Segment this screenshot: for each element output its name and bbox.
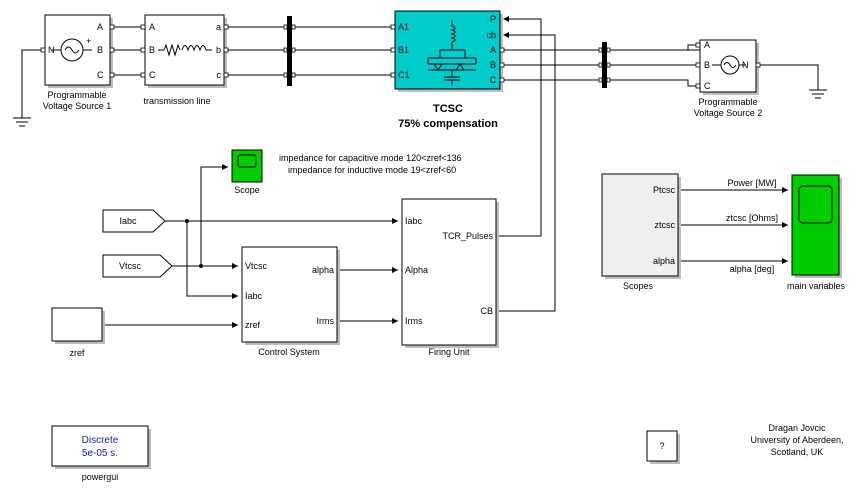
tcsc-port-c: C bbox=[490, 75, 497, 85]
sine-icon bbox=[64, 46, 80, 54]
tcsc-port-b1: B1 bbox=[398, 45, 409, 55]
firing-input-alpha: Alpha bbox=[405, 265, 428, 275]
firing-unit-label: Firing Unit bbox=[428, 347, 470, 357]
source2-port-b: B bbox=[704, 60, 710, 70]
control-input-vtcsc: Vtcsc bbox=[245, 261, 268, 271]
author-location: Scotland, UK bbox=[771, 447, 824, 457]
source2-label-2: Voltage Source 2 bbox=[694, 108, 763, 118]
powergui-mode: Discrete bbox=[82, 435, 119, 446]
resistor-icon bbox=[163, 43, 181, 57]
tline-port-c: C bbox=[149, 70, 156, 80]
tcsc-port-b: B bbox=[490, 60, 496, 70]
tline-port-b: B bbox=[149, 45, 155, 55]
tline-label: transmission line bbox=[143, 96, 210, 106]
scope-screen-icon bbox=[237, 154, 257, 168]
tline-port-b-out: b bbox=[216, 45, 221, 55]
scope-block[interactable]: Scope bbox=[231, 149, 263, 195]
tline-port-c-out: c bbox=[217, 70, 222, 80]
tcsc-title: TCSC bbox=[433, 103, 463, 115]
signal-label-power: Power [MW] bbox=[727, 178, 776, 188]
programmable-voltage-source-2[interactable]: A B C N Programmable Voltage Source 2 bbox=[694, 39, 763, 118]
tcsc-thyristor-icon bbox=[427, 20, 477, 86]
annotation-note-line1: impedance for capacitive mode 120<zref<1… bbox=[279, 153, 462, 163]
firing-input-iabc: Iabc bbox=[405, 216, 423, 226]
main-variables-scope[interactable]: main variables bbox=[787, 174, 846, 291]
scopes-block[interactable]: Ptcsc ztcsc alpha Scopes bbox=[601, 173, 681, 291]
firing-output-cb: CB bbox=[480, 306, 493, 316]
control-input-zref: zref bbox=[245, 320, 261, 330]
zref-block[interactable]: zref bbox=[51, 307, 105, 358]
vtcsc-input-label: Vtcsc bbox=[119, 261, 142, 271]
control-system-block[interactable]: Vtcsc Iabc zref alpha Irms Control Syste… bbox=[241, 246, 340, 357]
vtcsc-input-block[interactable]: Vtcsc bbox=[102, 254, 173, 278]
source2-port-a: A bbox=[704, 40, 710, 50]
powergui-sample-time: 5e-05 s. bbox=[82, 448, 118, 459]
source1-port-a: A bbox=[97, 22, 103, 32]
scopes-output-ztcsc: ztcsc bbox=[654, 220, 675, 230]
sine-icon bbox=[723, 62, 737, 68]
source2-port-c: C bbox=[704, 81, 711, 91]
tline-port-a-out: a bbox=[216, 22, 221, 32]
iabc-input-label: Iabc bbox=[119, 216, 137, 226]
control-system-label: Control System bbox=[258, 347, 320, 357]
source2-port-n: N bbox=[742, 60, 749, 70]
source1-port-b: B bbox=[97, 45, 103, 55]
author-name: Dragan Jovcic bbox=[768, 423, 826, 433]
zref-label: zref bbox=[69, 348, 85, 358]
help-button[interactable]: ? bbox=[646, 430, 680, 464]
firing-unit-block[interactable]: Iabc Alpha Irms TCR_Pulses CB Firing Uni… bbox=[401, 198, 499, 357]
powergui-label: powergui bbox=[82, 472, 119, 482]
annotation-note-line2: impedance for inductive mode 19<zref<60 bbox=[288, 165, 456, 175]
scopes-output-ptcsc: Ptcsc bbox=[653, 185, 676, 195]
scopes-output-alpha: alpha bbox=[653, 256, 675, 266]
scope-label: Scope bbox=[234, 185, 260, 195]
tcsc-block[interactable]: A1 B1 C1 P cb A B C TCSC 75% compensatio… bbox=[390, 10, 505, 130]
junction-dot bbox=[185, 219, 189, 223]
source1-label-2: Voltage Source 1 bbox=[43, 101, 112, 111]
scope-screen-icon bbox=[798, 185, 833, 224]
tcsc-port-cb: cb bbox=[486, 30, 496, 40]
firing-output-tcr-pulses: TCR_Pulses bbox=[442, 231, 493, 241]
control-input-iabc: Iabc bbox=[245, 291, 263, 301]
powergui-block[interactable]: Discrete 5e-05 s. powergui bbox=[51, 425, 151, 482]
source1-plus: + bbox=[86, 36, 91, 46]
author-affiliation: University of Aberdeen, bbox=[750, 435, 843, 445]
signal-arrowheads bbox=[222, 16, 788, 328]
bus-bar-2 bbox=[602, 42, 607, 88]
firing-input-irms: Irms bbox=[405, 316, 423, 326]
transmission-line-block[interactable]: A B C a b c transmission line bbox=[140, 14, 229, 106]
signal-label-ztcsc: ztcsc [Ohms] bbox=[726, 213, 778, 223]
power-wires bbox=[13, 26, 827, 127]
control-output-alpha: alpha bbox=[312, 265, 334, 275]
tline-port-a: A bbox=[149, 22, 155, 32]
signal-wires bbox=[102, 18, 788, 326]
scopes-label: Scopes bbox=[623, 281, 654, 291]
tcsc-port-a1: A1 bbox=[398, 22, 409, 32]
source1-port-n: N bbox=[48, 45, 55, 55]
iabc-input-block[interactable]: Iabc bbox=[102, 209, 166, 233]
tcsc-port-p: P bbox=[490, 14, 496, 24]
source2-label: Programmable bbox=[698, 97, 757, 107]
programmable-voltage-source-1[interactable]: N A B C + Programmable Voltage Source 1 bbox=[40, 14, 115, 111]
bus-connection-dots bbox=[283, 24, 611, 83]
signal-label-alpha: alpha [deg] bbox=[730, 264, 775, 274]
source1-label: Programmable bbox=[47, 90, 106, 100]
source1-port-c: C bbox=[97, 70, 104, 80]
tcsc-subtitle: 75% compensation bbox=[398, 118, 498, 130]
main-variables-label: main variables bbox=[787, 281, 846, 291]
tcsc-port-c1: C1 bbox=[398, 70, 410, 80]
bus-bar-1 bbox=[287, 16, 292, 86]
inductor-icon bbox=[181, 45, 207, 52]
control-output-irms: Irms bbox=[317, 316, 335, 326]
tcsc-port-a: A bbox=[490, 45, 496, 55]
help-icon: ? bbox=[659, 441, 664, 451]
